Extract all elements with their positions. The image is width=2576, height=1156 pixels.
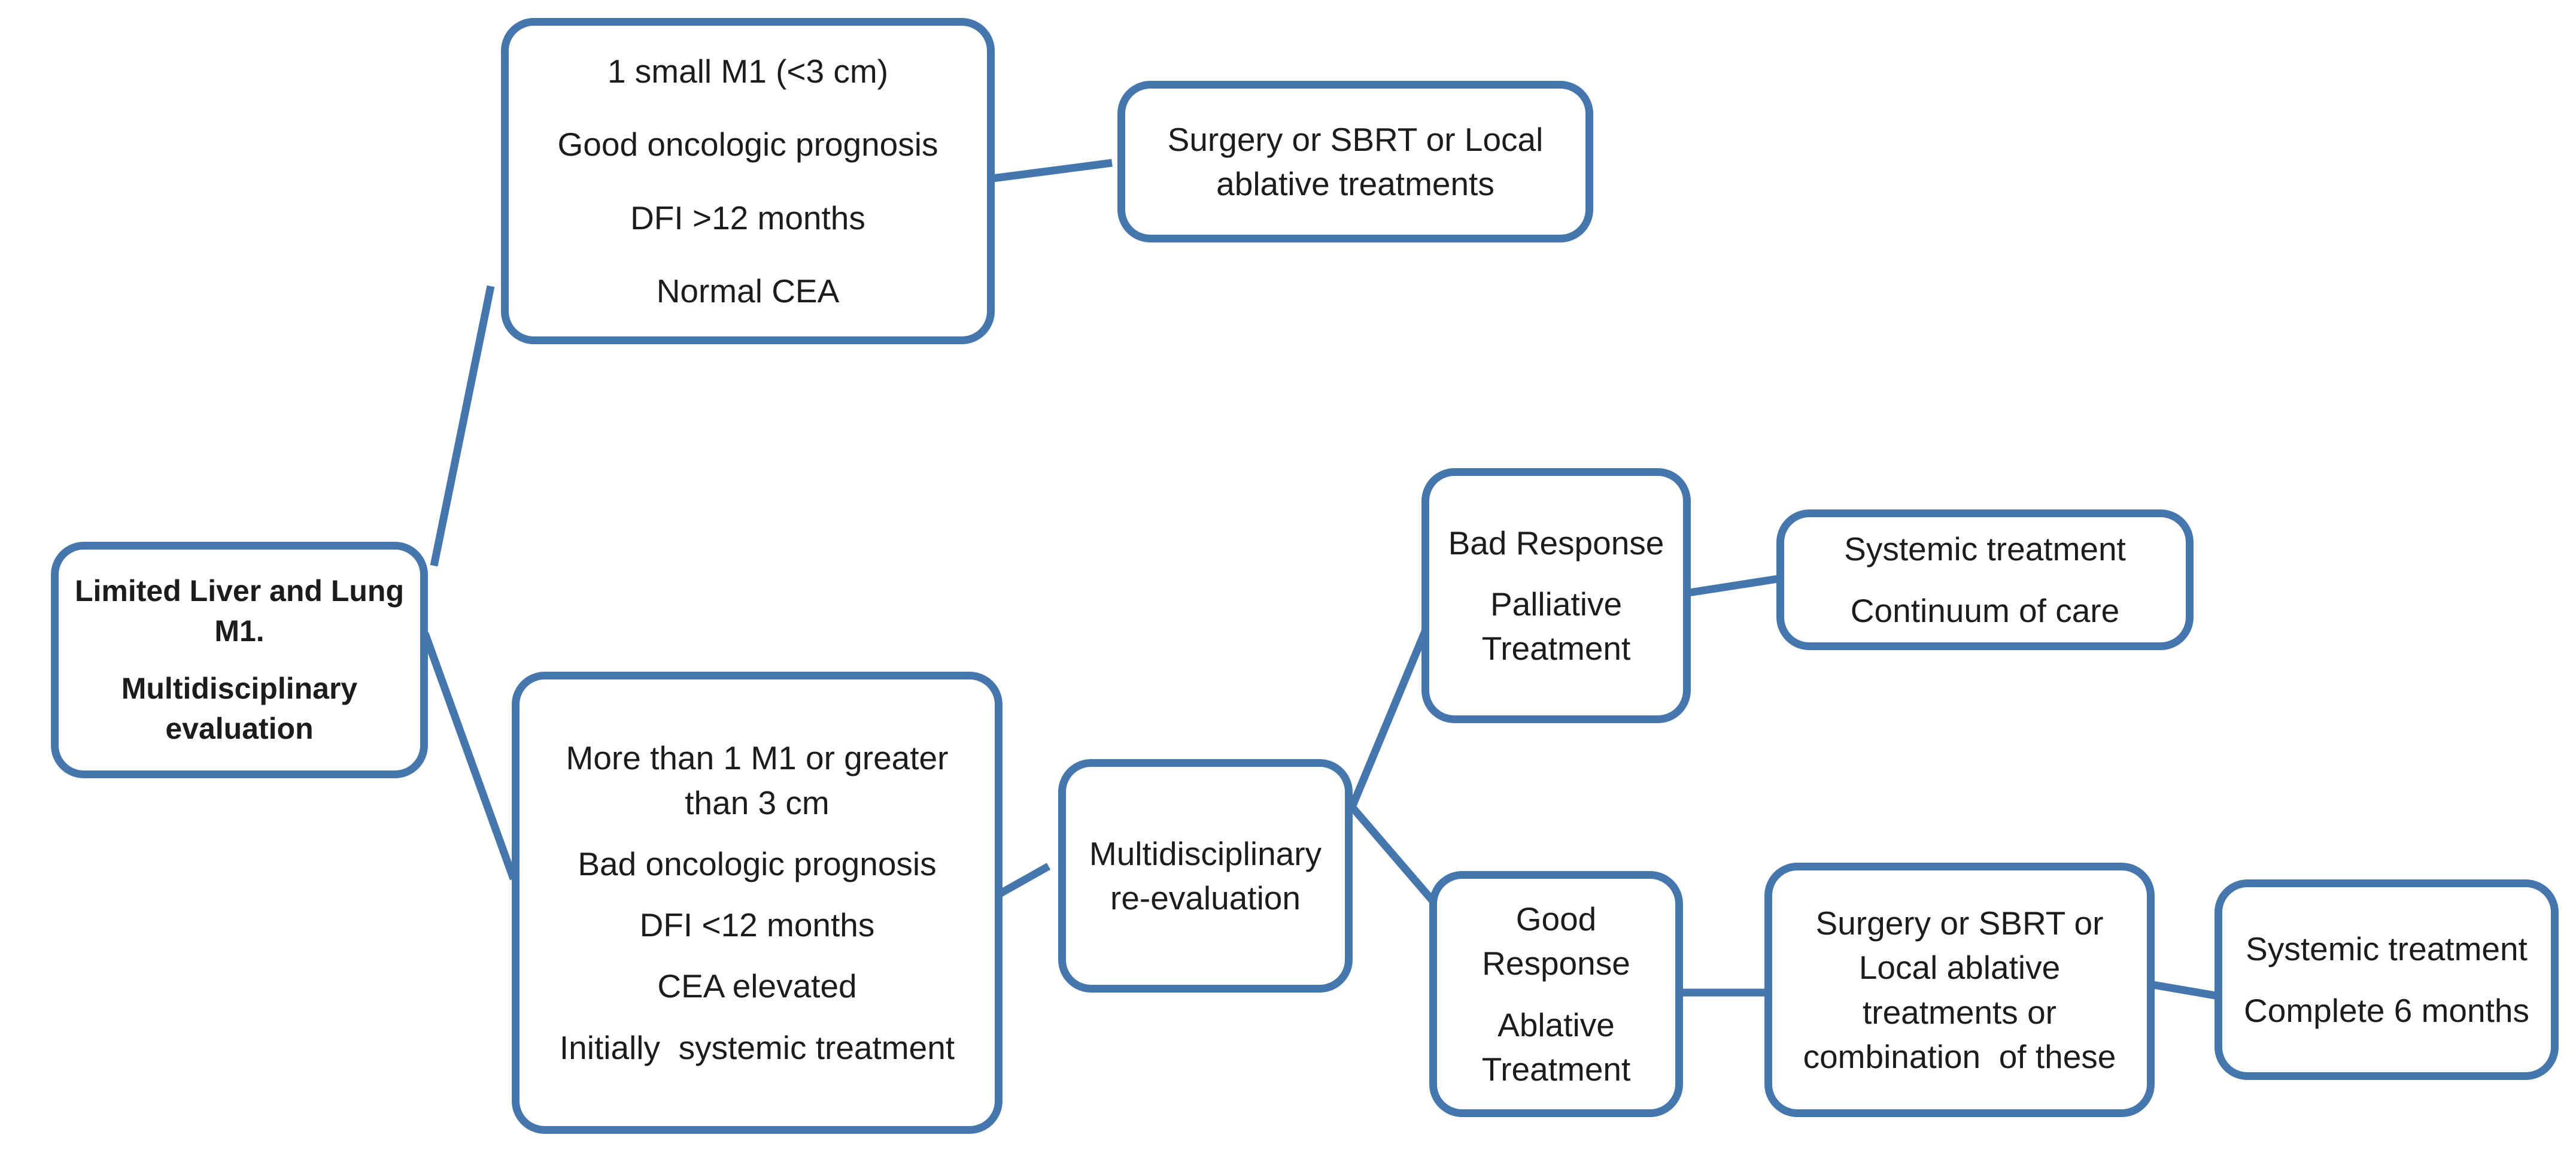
node-text-line: Response bbox=[1482, 945, 1630, 982]
node-bad-response-palliative: Bad Response Palliative Treatment bbox=[1421, 468, 1691, 723]
node-text-line: Complete 6 months bbox=[2244, 991, 2529, 1029]
connector-favorable-local bbox=[992, 159, 1113, 183]
node-text-line: CEA elevated bbox=[657, 967, 857, 1005]
node-text-line: Limited Liver and Lung bbox=[74, 574, 405, 608]
node-multidisciplinary-re-evaluation: Multidisciplinary re-evaluation bbox=[1058, 759, 1353, 993]
node-text-line: Treatment bbox=[1481, 630, 1631, 667]
connector-root-favorable bbox=[430, 285, 495, 567]
connector-reeval-bad bbox=[1348, 627, 1430, 809]
node-text-line: DFI <12 months bbox=[639, 906, 875, 943]
node-surgery-sbrt-combination: Surgery or SBRT or Local ablative treatm… bbox=[1764, 863, 2155, 1117]
node-text-line: DFI >12 months bbox=[630, 199, 865, 236]
node-favorable-criteria: 1 small M1 (<3 cm) Good oncologic progno… bbox=[501, 18, 995, 344]
node-text-line: Systemic treatment bbox=[2246, 930, 2528, 968]
node-text-line: Surgery or SBRT or bbox=[1815, 905, 2104, 942]
node-limited-liver-lung-m1: Limited Liver and Lung M1. Multidiscipli… bbox=[51, 542, 428, 778]
node-systemic-complete-6-months: Systemic treatment Complete 6 months bbox=[2214, 879, 2559, 1080]
node-text-line: Bad Response bbox=[1448, 524, 1664, 562]
node-text-line: Good oncologic prognosis bbox=[557, 126, 938, 163]
node-systemic-continuum-of-care: Systemic treatment Continuum of care bbox=[1776, 509, 2194, 650]
connector-root-unfavorable bbox=[421, 632, 518, 881]
node-text-line: Multidisciplinary bbox=[121, 671, 358, 705]
node-text-line: Good bbox=[1515, 900, 1597, 937]
node-text-line: Normal CEA bbox=[656, 272, 840, 310]
node-unfavorable-criteria: More than 1 M1 or greater than 3 cm Bad … bbox=[512, 672, 1003, 1134]
connector-reeval-good bbox=[1349, 804, 1439, 908]
node-text-line: evaluation bbox=[165, 712, 314, 745]
node-text-line: combination of these bbox=[1803, 1037, 2116, 1075]
node-text-line: M1. bbox=[214, 614, 265, 648]
node-text-line: than 3 cm bbox=[685, 784, 830, 821]
node-text-line: Treatment bbox=[1481, 1050, 1631, 1088]
node-text-line: 1 small M1 (<3 cm) bbox=[607, 53, 889, 90]
node-text-line: Bad oncologic prognosis bbox=[578, 845, 937, 882]
node-text-line: treatments or bbox=[1862, 993, 2056, 1031]
connector-unfavorable-reeval bbox=[998, 863, 1051, 897]
node-text-line: ablative treatments bbox=[1216, 165, 1494, 202]
node-text-line: Initially systemic treatment bbox=[559, 1028, 955, 1066]
node-text-line: re-evaluation bbox=[1110, 879, 1301, 917]
node-text-line: More than 1 M1 or greater bbox=[566, 739, 949, 777]
node-text-line: Ablative bbox=[1497, 1006, 1615, 1043]
node-good-response-ablative: Good Response Ablative Treatment bbox=[1429, 871, 1683, 1117]
node-text-line: Systemic treatment bbox=[1844, 530, 2126, 568]
node-text-line: Palliative bbox=[1490, 585, 1623, 623]
connector-combo-complete bbox=[2152, 981, 2217, 1000]
node-text-line: Surgery or SBRT or Local bbox=[1167, 120, 1544, 158]
node-local-ablative-treatments: Surgery or SBRT or Local ablative treatm… bbox=[1117, 81, 1593, 242]
node-text-line: Local ablative bbox=[1858, 949, 2061, 987]
node-text-line: Continuum of care bbox=[1850, 591, 2120, 629]
node-text-line: Multidisciplinary bbox=[1089, 835, 1322, 872]
connector-bad-continuum bbox=[1688, 575, 1778, 597]
